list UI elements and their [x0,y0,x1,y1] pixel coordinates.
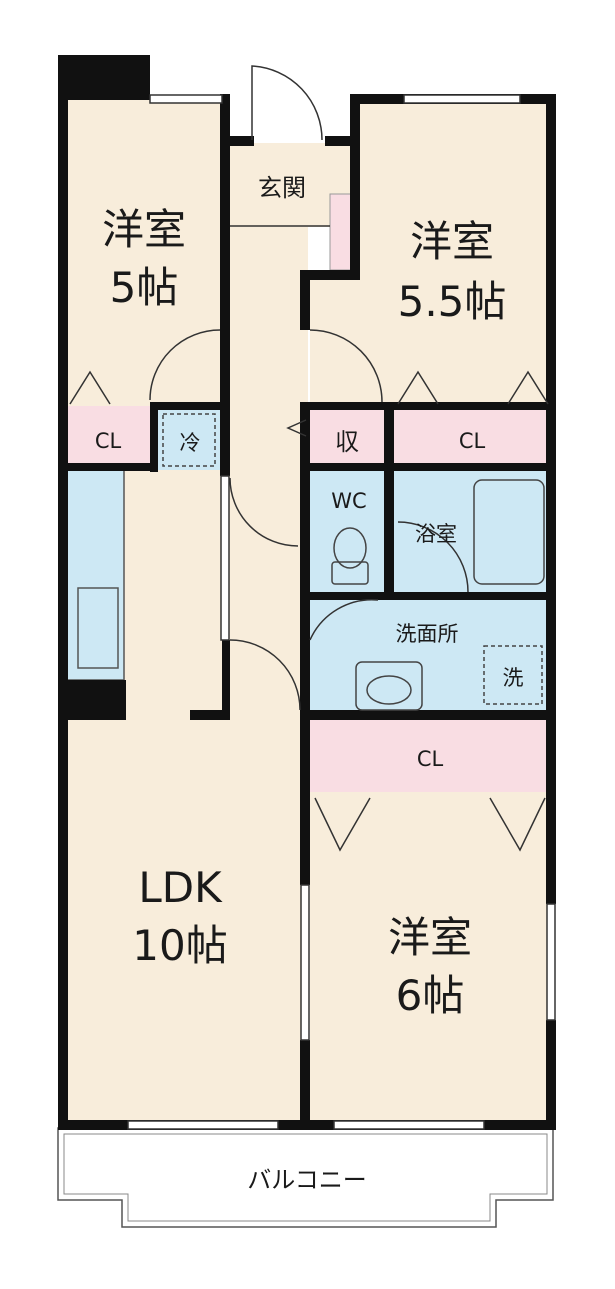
closet-fold-door [397,370,439,405]
door-swings [69,65,549,852]
east-bedroom-name: 洋室 [410,217,494,266]
walls [58,55,556,1130]
wc-floor [310,470,388,592]
window [403,94,521,104]
bathtub [473,479,545,585]
wall [300,463,556,471]
south-bedroom-name: 洋室 [388,913,472,962]
wall [150,402,158,472]
room-labels: 洋室 5帖 洋室 5.5帖 玄関 CL 冷 収 CL WC 浴室 洗面所 洗 C… [95,174,524,1194]
wall [58,680,126,720]
bath-label: 浴室 [415,522,457,546]
front-door-swing [251,65,323,141]
wall [222,640,230,720]
window [149,94,223,104]
east-bedroom-floor-ext [310,275,362,406]
window [300,884,310,1041]
wall [300,710,556,720]
entrance-label: 玄関 [258,174,306,202]
ldk-name: LDK [138,863,223,912]
storage-door-mark [286,419,307,437]
wc-label: WC [331,489,366,513]
wall [300,405,310,725]
washroom-door-swing [309,598,379,641]
balcony-outline [57,1127,554,1228]
washroom-floor [310,596,550,714]
closet-east-floor [392,406,550,466]
east-bedroom-door-swing [309,329,383,403]
wall [384,402,394,600]
wall [220,94,230,139]
ldk-door-swing [229,639,301,711]
balcony-label: バルコニー [247,1166,367,1194]
wall [300,705,310,885]
closet-fold-door [489,797,546,852]
wall [300,592,556,600]
wall [58,55,150,100]
closet-fold-door [507,370,549,405]
wall [300,402,556,410]
toilet-bowl [333,527,367,569]
wall [150,402,230,410]
south-bedroom-size: 6帖 [396,971,465,1020]
closet-west-floor [64,406,154,466]
wall [58,94,68,1128]
window [333,1120,485,1130]
fixtures [162,413,545,711]
east-bedroom-size: 5.5帖 [398,277,507,326]
west-bedroom-floor [64,100,224,406]
closet-fold-door [314,797,371,852]
hallway-floor [228,143,308,713]
wall [58,463,154,471]
fridge-space-mark [162,413,216,467]
bath-floor [392,470,550,592]
washroom-label: 洗面所 [396,622,459,646]
wall [302,270,360,280]
ldk-floor [64,710,304,1122]
west-bedroom-door-swing [149,329,221,401]
shoe-cabinet [329,193,353,271]
wall [58,1120,556,1130]
storage-label: 収 [335,428,359,456]
washer-space-mark [483,645,543,705]
ldk-size: 10帖 [132,921,227,970]
window [127,1120,279,1130]
wall [325,136,357,146]
closet-fold-door [69,370,111,405]
wall [350,94,360,280]
west-bedroom-name: 洋室 [102,205,186,254]
storage-floor [308,406,386,466]
south-bedroom-floor [310,790,550,1122]
wall [546,94,556,904]
toilet-tank [331,561,369,585]
bath-door-swing [397,521,469,593]
wall [300,270,310,330]
balcony-inner-line [63,1133,548,1222]
fridge-space-floor [158,406,222,470]
wall [300,1040,310,1128]
wall [220,136,230,476]
windows [127,94,556,1130]
window [546,903,556,1021]
wash-basin [355,661,423,711]
closet-south-floor [310,718,550,792]
kitchen-sink [77,587,119,669]
wall [546,1020,556,1128]
closet-east-label: CL [459,429,486,453]
closet-west-label: CL [95,429,122,453]
wash-basin-bowl [366,675,412,705]
floor-areas [64,100,550,1122]
fridge-space-label: 冷 [180,431,201,455]
hall-door-swing [229,477,299,547]
west-bedroom-size: 5帖 [110,263,179,312]
wall [190,710,230,720]
window [220,475,230,641]
wall [220,136,254,146]
east-bedroom-floor [360,100,550,406]
washer-space-label: 洗 [503,666,524,690]
closet-south-label: CL [417,747,444,771]
